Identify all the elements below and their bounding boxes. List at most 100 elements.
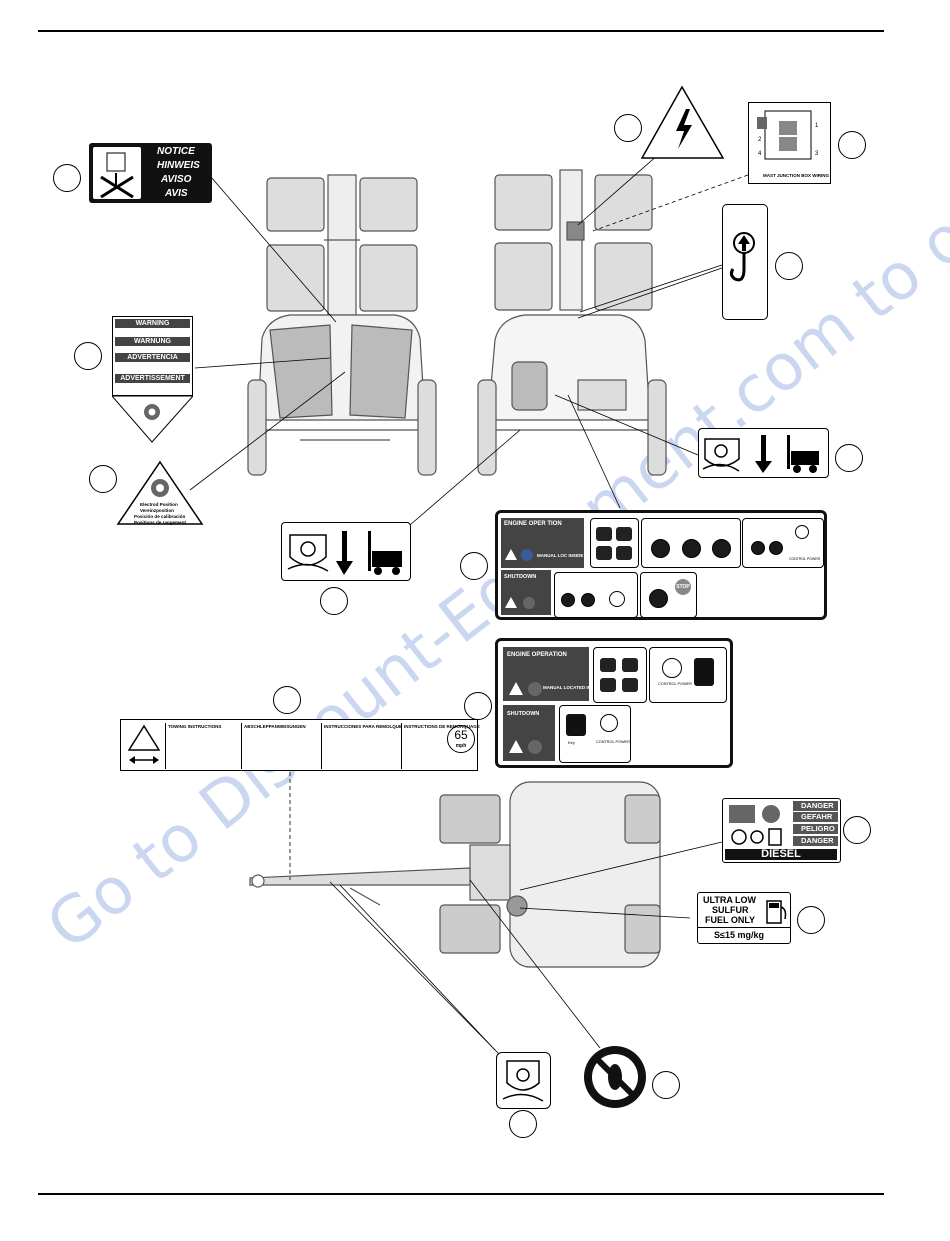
towing-column-fr: INSTRUCTIONS DE REMORQUAGE [401, 723, 480, 769]
no-step-pictogram [93, 147, 141, 199]
stop-button[interactable]: STOP [675, 579, 691, 595]
warning-triangle-icon [112, 396, 193, 443]
fuel-line-3: FUEL ONLY [705, 915, 756, 925]
control-power-button[interactable] [662, 658, 682, 678]
tie-down-decal [496, 1052, 551, 1109]
callout-electrode [89, 465, 117, 493]
callout-lift [775, 252, 803, 280]
ignition-knob[interactable] [649, 589, 668, 608]
notice-line-4: AVIS [165, 188, 188, 199]
panel-b-header: ENGINE OPERATION [507, 652, 567, 658]
callout-fuel [797, 906, 825, 934]
shutdown-knob-2[interactable] [581, 593, 595, 607]
lift-point-decal [722, 204, 768, 320]
control-power-off-button[interactable] [600, 714, 618, 732]
front-view-lamps [266, 174, 418, 316]
key-switch[interactable] [694, 658, 714, 686]
notice-line-2: HINWEIS [157, 160, 200, 171]
terminal-1: 1 [815, 123, 819, 129]
notice-decal: NOTICE HINWEIS AVISO AVIS [89, 143, 212, 203]
selector-knob[interactable] [751, 541, 765, 555]
panel-a-header: ENGINE OPER TION [504, 521, 562, 527]
warning-band-3: ADVERTENCIA [115, 353, 190, 362]
terminal-3: 3 [815, 151, 819, 157]
panel-a-shutdown-controls [554, 572, 638, 618]
power-button[interactable] [609, 591, 625, 607]
towing-title-de: ABSCHLEPPANWEISUNGEN [244, 724, 306, 729]
top-view-trailer [249, 781, 661, 968]
callout-danger [843, 816, 871, 844]
panel-a-control-power: CONTROL POWER [742, 518, 824, 568]
callout-warning [74, 342, 102, 370]
panel-b-indicator-lights [593, 647, 647, 703]
panel-b-warning-icons [509, 682, 542, 696]
key-switch-off[interactable] [566, 714, 586, 736]
electrode-position-decal [116, 460, 204, 525]
terminal-4: 4 [758, 151, 762, 157]
callout-notice [53, 164, 81, 192]
callout-panel-a [460, 552, 488, 580]
bottom-rule [38, 1193, 884, 1195]
forklift-decal-front [281, 522, 411, 581]
panel-a-shutdown: SHUTDOWN [504, 574, 537, 580]
no-step-icon [584, 1046, 646, 1108]
danger-pictograms [729, 805, 782, 846]
diesel-label: DIESEL [725, 849, 837, 860]
top-rule [38, 30, 884, 32]
notice-line-3: AVISO [161, 174, 192, 185]
lamp-knob-1[interactable] [651, 539, 670, 558]
towing-title-es: INSTRUCCIONES PARA REMOLQUE [324, 724, 403, 729]
fuel-spec: S≤15 mg/kg [714, 930, 764, 940]
junction-caption: MAST JUNCTION BOX WIRING [763, 173, 829, 178]
speed-value: 65 [454, 728, 468, 742]
notice-line-1: NOTICE [157, 146, 195, 157]
danger-band-4: DANGER [793, 836, 838, 846]
panel-b-shutdown-icons [509, 740, 542, 754]
junction-box-decal: 1 2 3 4 MAST JUNCTION BOX WIRING [748, 102, 831, 184]
selector-knob-2[interactable] [769, 541, 783, 555]
shutdown-knob-1[interactable] [561, 593, 575, 607]
towing-column-en: TOWING INSTRUCTIONS [165, 723, 242, 769]
fuel-line-2: SULFUR [712, 905, 749, 915]
towing-instructions-decal: TOWING INSTRUCTIONS ABSCHLEPPANWEISUNGEN… [120, 719, 480, 771]
electrode-line-3: Posición de calibración [134, 514, 186, 519]
panel-a-power-label: CONTROL POWER [789, 557, 821, 561]
warning-band-1: WARNING [115, 319, 190, 328]
panel-a-note: MANUAL LOC INSIDE HOOD [537, 553, 599, 558]
warning-band-2: WARNUNG [115, 337, 190, 346]
speed-limit-sign: 65 mph [447, 725, 475, 753]
panel-a-shutdown-icons [505, 597, 535, 609]
tie-down-icon [502, 1060, 544, 1102]
towing-column-de: ABSCHLEPPANWEISUNGEN [241, 723, 320, 769]
lamp-knob-3[interactable] [712, 539, 731, 558]
danger-band-2: GEFAHR [793, 812, 838, 822]
panel-b-shutdown-block: SHUTDOWN [503, 705, 555, 761]
panel-b-power-label-2: CONTROL POWER [596, 740, 630, 744]
panel-b-operation-block: ENGINE OPERATION MANUAL LOCATED INSIDE H… [503, 647, 616, 701]
callout-forklift-rear [835, 444, 863, 472]
callout-towing [273, 686, 301, 714]
towing-hazard-icon [127, 724, 161, 764]
callout-junction [838, 131, 866, 159]
panel-b-shutdown: SHUTDOWN [507, 711, 540, 717]
callout-forklift-front [320, 587, 348, 615]
panel-a-warning-icons [505, 549, 533, 561]
panel-a-lamp-switches [641, 518, 741, 568]
lamp-knob-2[interactable] [682, 539, 701, 558]
towing-title-en: TOWING INSTRUCTIONS [168, 724, 222, 729]
forklift-pictogram-front [287, 531, 402, 575]
start-button[interactable] [795, 525, 809, 539]
terminal-2: 2 [758, 137, 762, 143]
panel-a-indicator-lights [590, 518, 639, 568]
electrode-line-2: Vereinzposition [140, 508, 174, 513]
danger-band-1: DANGER [793, 801, 838, 811]
electrical-hazard-icon [640, 85, 725, 159]
speed-unit: mph [455, 743, 467, 749]
panel-b-note: MANUAL LOCATED INSIDE HOOD [543, 685, 617, 690]
fuel-decal: ULTRA LOW SULFUR FUEL ONLY S≤15 mg/kg [697, 892, 791, 944]
callout-panel-b [464, 692, 492, 720]
panel-a-operation-block: ENGINE OPER TION MANUAL LOC INSIDE HOOD [501, 518, 598, 568]
forklift-decal-rear [698, 428, 829, 478]
danger-band-3: PELIGRO [793, 824, 838, 834]
callout-no-step [652, 1071, 680, 1099]
